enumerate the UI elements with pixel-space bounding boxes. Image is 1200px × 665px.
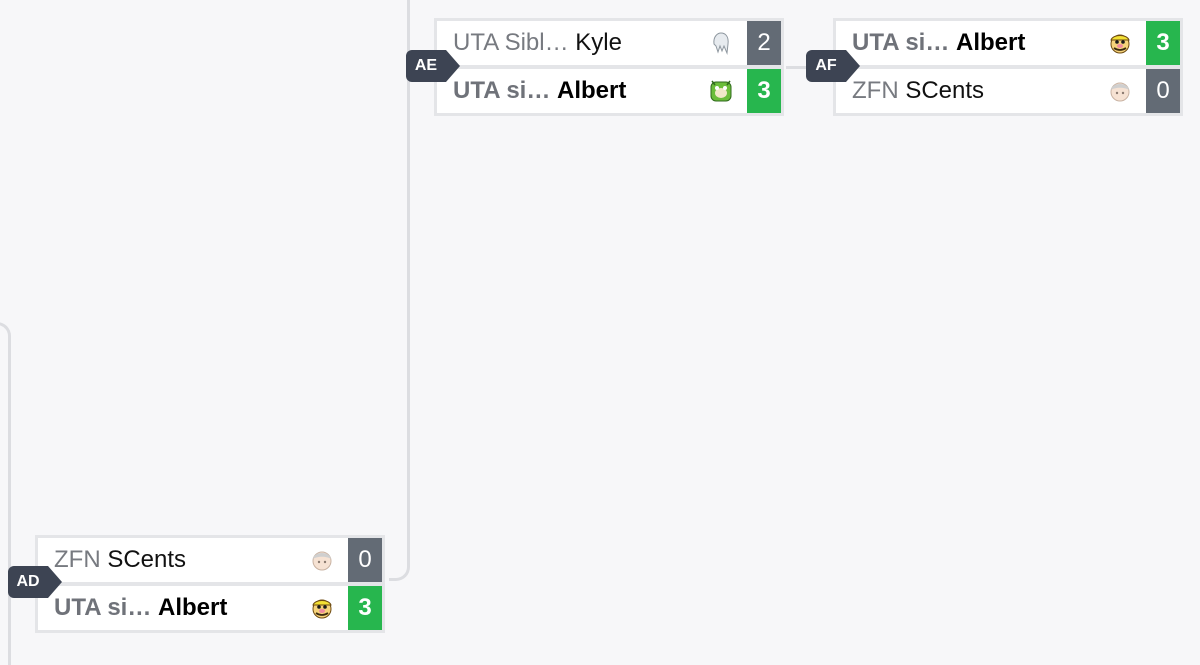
match-identifier-badge: AF xyxy=(806,50,860,82)
score: 3 xyxy=(747,69,781,113)
bracket-connector-line xyxy=(786,66,822,69)
mii-brawler-icon xyxy=(1110,82,1130,102)
score: 0 xyxy=(1146,69,1180,113)
gamertag: Albert xyxy=(158,594,228,621)
gamertag: Albert xyxy=(956,29,1026,56)
shulk-icon xyxy=(713,32,729,55)
match-slot[interactable]: UTA Sibl… Kyle 2 xyxy=(437,21,781,65)
player-name: ZFN SCents xyxy=(852,69,984,113)
match-slot[interactable]: ZFN SCents 0 xyxy=(38,538,382,582)
team-prefix: UTA si… xyxy=(54,594,152,621)
match-slot[interactable]: UTA si… Albert 3 xyxy=(836,21,1180,65)
gamertag: Albert xyxy=(557,77,627,104)
match-identifier-badge: AE xyxy=(406,50,460,82)
wario-icon xyxy=(1110,34,1130,54)
player-name: UTA Sibl… Kyle xyxy=(453,21,622,65)
score: 3 xyxy=(348,586,382,630)
bowser-jr-icon xyxy=(710,80,732,102)
bracket-connector-line xyxy=(0,322,11,665)
match-card-ad[interactable]: ZFN SCents 0 UTA si… Albert 3 xyxy=(35,535,385,633)
gamertag: Kyle xyxy=(575,29,622,56)
gamertag: SCents xyxy=(107,546,187,573)
player-name: UTA si… Albert xyxy=(852,21,1025,65)
match-card-ae[interactable]: UTA Sibl… Kyle 2 UTA si… Albert 3 xyxy=(434,18,784,116)
player-name: UTA si… Albert xyxy=(453,69,626,113)
score: 3 xyxy=(1146,21,1180,65)
team-prefix: UTA si… xyxy=(852,29,950,56)
score: 0 xyxy=(348,538,382,582)
wario-icon xyxy=(312,599,332,619)
player-name: ZFN SCents xyxy=(54,538,186,582)
gamertag: SCents xyxy=(905,77,985,104)
player-name: UTA si… Albert xyxy=(54,586,227,630)
match-slot[interactable]: ZFN SCents 0 xyxy=(836,69,1180,113)
team-prefix: UTA si… xyxy=(453,77,551,104)
match-identifier-badge: AD xyxy=(8,566,62,598)
bracket-connector-line xyxy=(389,0,410,581)
team-prefix: UTA Sibl… xyxy=(453,29,569,56)
match-slot[interactable]: UTA si… Albert 3 xyxy=(437,69,781,113)
mii-brawler-icon xyxy=(312,551,332,571)
match-slot[interactable]: UTA si… Albert 3 xyxy=(38,586,382,630)
match-card-af[interactable]: UTA si… Albert 3 ZFN SCents 0 xyxy=(833,18,1183,116)
score: 2 xyxy=(747,21,781,65)
